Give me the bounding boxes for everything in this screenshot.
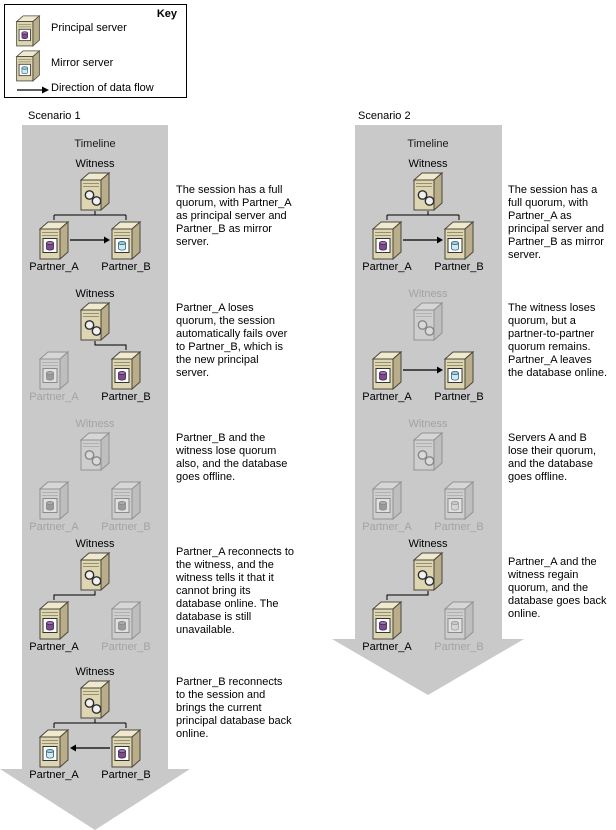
partner-a-label: Partner_A bbox=[29, 769, 79, 781]
witness-server-icon bbox=[79, 679, 111, 719]
key-title: Key bbox=[156, 8, 177, 20]
partner-a-server-icon bbox=[371, 220, 403, 260]
witness-server-icon bbox=[412, 551, 444, 591]
partner-b-label: Partner_B bbox=[434, 641, 484, 653]
stage-description: The session has a full quorum, with Part… bbox=[176, 184, 291, 248]
partner-a-server-icon bbox=[38, 728, 70, 768]
key-box: Key Principal server Mirror server Direc… bbox=[4, 4, 187, 98]
key-item-label-dataflow: Direction of data flow bbox=[51, 82, 154, 94]
timeline-arrow-scenario-2 bbox=[332, 125, 524, 695]
quorum-connector-lines bbox=[403, 366, 443, 374]
partner-b-server-icon bbox=[443, 600, 475, 640]
data-flow-arrow-icon bbox=[17, 86, 49, 94]
quorum-connector-lines bbox=[53, 591, 96, 600]
partner-b-label: Partner_B bbox=[101, 261, 151, 273]
timeline-label-scenario-2: Timeline bbox=[407, 138, 449, 150]
partner-a-label: Partner_A bbox=[362, 391, 412, 403]
partner-b-server-icon bbox=[443, 350, 475, 390]
witness-label: Witness bbox=[75, 158, 115, 170]
data-flow-arrow bbox=[70, 744, 110, 752]
stage-description: Partner_A and the witness regain quorum,… bbox=[508, 556, 607, 620]
partner-b-server-icon bbox=[110, 220, 142, 260]
partner-b-label: Partner_B bbox=[101, 521, 151, 533]
stage-description: Partner_A reconnects to the witness, and… bbox=[176, 546, 295, 636]
data-flow-arrow bbox=[403, 236, 443, 244]
partner-a-label: Partner_A bbox=[29, 391, 79, 403]
partner-b-label: Partner_B bbox=[434, 521, 484, 533]
partner-a-server-icon bbox=[38, 600, 70, 640]
scenario2-stage4: Witness Partner_A Partner_B bbox=[353, 538, 503, 656]
timeline-label-scenario-1: Timeline bbox=[74, 138, 116, 150]
data-flow-arrow bbox=[70, 236, 110, 244]
partner-b-server-icon bbox=[110, 600, 142, 640]
scenario-2-label: Scenario 2 bbox=[358, 110, 411, 122]
partner-a-label: Partner_A bbox=[362, 521, 412, 533]
partner-a-server-icon bbox=[371, 350, 403, 390]
partner-a-label: Partner_A bbox=[29, 261, 79, 273]
scenario2-stage1: Witness Partner_A Partner_B bbox=[353, 158, 503, 276]
partner-a-server-icon bbox=[371, 480, 403, 520]
partner-b-server-icon bbox=[110, 350, 142, 390]
partner-b-server-icon bbox=[110, 728, 142, 768]
stage-description: Partner_A loses quorum, the session auto… bbox=[176, 302, 288, 379]
partner-a-label: Partner_A bbox=[29, 641, 79, 653]
partner-b-label: Partner_B bbox=[434, 391, 484, 403]
partner-a-server-icon bbox=[38, 220, 70, 260]
stage-description: Partner_B reconnects to the session and … bbox=[176, 676, 292, 740]
partner-b-server-icon bbox=[443, 480, 475, 520]
stage-description: The session has a full quorum, with Part… bbox=[508, 184, 604, 261]
stage-description: Servers A and B lose their quorum, and t… bbox=[508, 432, 597, 483]
partner-a-server-icon bbox=[38, 350, 70, 390]
witness-label: Witness bbox=[408, 158, 448, 170]
quorum-connector-lines bbox=[94, 341, 127, 350]
quorum-connector-lines bbox=[53, 719, 127, 752]
scenario2-stage3: Witness Partner_A Partner_B bbox=[353, 418, 503, 536]
scenario1-stage3: Witness Partner_A Partner_B bbox=[20, 418, 170, 536]
witness-label: Witness bbox=[408, 288, 448, 300]
key-item-label-principal: Principal server bbox=[51, 22, 127, 34]
witness-label: Witness bbox=[75, 538, 115, 550]
partner-a-server-icon bbox=[371, 600, 403, 640]
partner-a-label: Partner_A bbox=[362, 261, 412, 273]
witness-label: Witness bbox=[408, 418, 448, 430]
witness-server-icon bbox=[412, 431, 444, 471]
partner-b-label: Partner_B bbox=[101, 641, 151, 653]
partner-b-server-icon bbox=[110, 480, 142, 520]
witness-server-icon bbox=[412, 171, 444, 211]
partner-b-label: Partner_B bbox=[101, 391, 151, 403]
scenario2-stage2: Witness Partner_A Partner_B bbox=[353, 288, 503, 406]
partner-a-server-icon bbox=[38, 480, 70, 520]
witness-server-icon bbox=[79, 301, 111, 341]
partner-a-label: Partner_A bbox=[362, 641, 412, 653]
key-item-label-mirror: Mirror server bbox=[51, 57, 114, 69]
scenario-1-label: Scenario 1 bbox=[28, 110, 81, 122]
witness-label: Witness bbox=[75, 418, 115, 430]
partner-b-label: Partner_B bbox=[101, 769, 151, 781]
mirror-server-icon bbox=[15, 49, 41, 82]
partner-b-server-icon bbox=[443, 220, 475, 260]
timeline-arrow-scenario-1 bbox=[0, 125, 190, 830]
partner-b-label: Partner_B bbox=[434, 261, 484, 273]
witness-label: Witness bbox=[408, 538, 448, 550]
witness-server-icon bbox=[79, 431, 111, 471]
witness-server-icon bbox=[412, 301, 444, 341]
stage-description: The witness loses quorum, but a partner-… bbox=[508, 302, 608, 379]
quorum-connector-lines bbox=[53, 211, 127, 244]
stage-description: Partner_B and the witness lose quorum al… bbox=[176, 432, 288, 483]
partner-a-label: Partner_A bbox=[29, 521, 79, 533]
scenario1-stage2: Witness Partner_A Partner_B bbox=[20, 288, 170, 406]
scenario1-stage4: Witness Partner_A Partner_B bbox=[20, 538, 170, 656]
data-flow-arrow bbox=[403, 366, 443, 374]
witness-server-icon bbox=[79, 551, 111, 591]
scenario1-stage5: Witness Partner_A Partner_B bbox=[20, 666, 170, 784]
witness-label: Witness bbox=[75, 666, 115, 678]
quorum-connector-lines bbox=[386, 591, 429, 600]
witness-server-icon bbox=[79, 171, 111, 211]
quorum-connector-lines bbox=[386, 211, 460, 244]
principal-server-icon bbox=[15, 14, 41, 47]
scenario1-stage1: Witness Partner_A Partner_B bbox=[20, 158, 170, 276]
witness-label: Witness bbox=[75, 288, 115, 300]
